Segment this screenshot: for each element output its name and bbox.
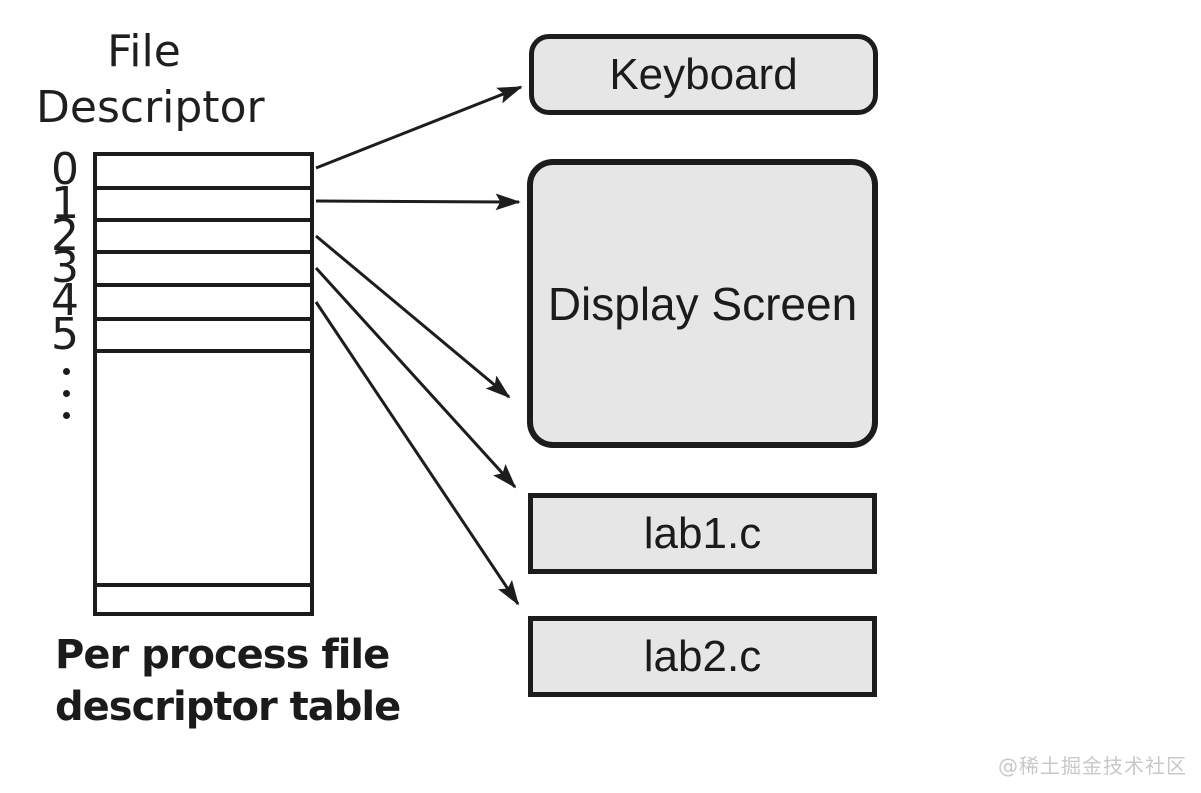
fd-row-last <box>97 587 310 609</box>
ellipsis-dot <box>63 412 70 419</box>
table-caption: Per process file descriptor table <box>55 629 401 733</box>
file-descriptor-table <box>93 152 314 616</box>
table-title: File Descriptor <box>36 24 265 136</box>
ellipsis-dot <box>63 390 70 397</box>
table-title-line2: Descriptor <box>36 82 265 133</box>
fd-index-2: 2 <box>51 210 79 261</box>
keyboard-label: Keyboard <box>609 49 798 99</box>
fd-index-0: 0 <box>51 144 79 195</box>
display-screen-box: Display Screen <box>527 159 878 448</box>
display-screen-label: Display Screen <box>547 277 858 330</box>
watermark: @稀土掘金技术社区 <box>998 754 1187 778</box>
lab1-label: lab1.c <box>643 508 762 558</box>
fd-index-5: 5 <box>51 309 79 360</box>
fd-row-4 <box>97 287 310 321</box>
table-title-line1: File <box>107 26 181 77</box>
fd-index-1: 1 <box>51 178 79 229</box>
ellipsis-dot <box>63 368 70 375</box>
table-caption-line1: Per process file <box>55 632 390 678</box>
fd-row-3 <box>97 254 310 287</box>
fd-row-5 <box>97 321 310 353</box>
fd-table-gap <box>97 353 310 587</box>
arrow-fd2-to-display <box>315 234 511 399</box>
lab2-file-box: lab2.c <box>528 616 877 697</box>
fd-row-1 <box>97 190 310 222</box>
fd-index-ellipsis <box>63 368 70 434</box>
fd-row-2 <box>97 222 310 254</box>
lab2-label: lab2.c <box>643 631 762 681</box>
lab1-file-box: lab1.c <box>528 493 877 574</box>
arrow-fd0-to-keyboard <box>315 85 523 170</box>
table-caption-line2: descriptor table <box>55 684 401 730</box>
fd-row-0 <box>97 156 310 190</box>
arrow-fd3-to-lab1 <box>314 266 517 489</box>
keyboard-box: Keyboard <box>529 34 878 115</box>
fd-index-4: 4 <box>51 275 79 326</box>
fd-index-3: 3 <box>51 242 79 293</box>
arrow-fd1-to-display <box>315 193 521 211</box>
arrow-fd4-to-lab2 <box>314 301 520 606</box>
